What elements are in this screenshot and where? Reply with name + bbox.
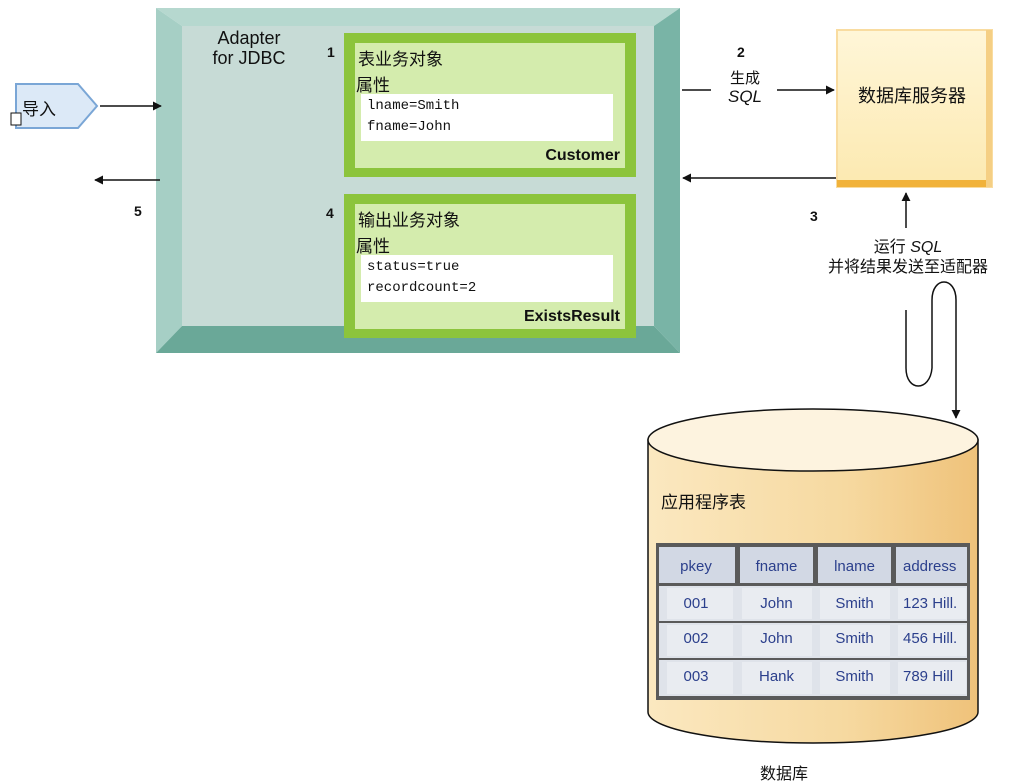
table-cell: Smith xyxy=(835,630,874,647)
table-cell: 003 xyxy=(683,668,709,685)
header-cell-lname xyxy=(818,547,891,583)
cell-3-2 xyxy=(742,662,812,694)
step-1-label: 1 xyxy=(327,44,335,60)
input-bo-attr-label: 属性 xyxy=(356,76,390,95)
cell-1-2 xyxy=(742,588,812,619)
cell-2-1 xyxy=(667,625,733,656)
adapter-title-line1: Adapter xyxy=(217,28,281,48)
output-bo-attr-label: 属性 xyxy=(356,237,390,256)
output-bo-name: ExistsResult xyxy=(523,308,620,325)
cell-2-2 xyxy=(742,625,812,656)
input-bo-properties: lname=Smith fname=John xyxy=(361,94,613,141)
cell-3-3 xyxy=(820,662,890,694)
run-sql-prefix: 运行 xyxy=(873,239,906,256)
input-bo-title: 表业务对象 xyxy=(358,50,443,69)
cell-2-4 xyxy=(898,625,966,656)
table-cell: 789 Hill xyxy=(903,668,954,685)
column-header-pkey: pkey xyxy=(680,558,712,575)
cell-1-1 xyxy=(667,588,733,619)
generate-sql-label: 生成 SQL xyxy=(712,70,778,106)
input-business-object[interactable]: 表业务对象 属性 lname=Smith fname=John Customer xyxy=(344,33,636,177)
header-cell-pkey xyxy=(659,547,735,583)
output-business-object[interactable]: 输出业务对象 属性 status=true recordcount=2 Exis… xyxy=(344,194,636,338)
output-bo-title: 输出业务对象 xyxy=(358,211,460,230)
adapter-title-line2: for JDBC xyxy=(212,48,286,68)
step-2-label: 2 xyxy=(737,44,745,60)
run-sql-line2: 并将结果发送至适配器 xyxy=(827,259,988,276)
run-sql-line1: 运行 SQL xyxy=(800,238,1016,258)
generate-sql-line1: 生成 xyxy=(729,70,760,87)
generate-sql-line2: SQL xyxy=(727,87,763,106)
table-cell: 123 Hill. xyxy=(903,595,958,612)
cell-2-3 xyxy=(820,625,890,656)
table-cell: Hank xyxy=(758,668,795,685)
column-header-lname: lname xyxy=(834,558,875,575)
server-label: 数据库服务器 xyxy=(858,86,966,106)
cell-3-4 xyxy=(898,662,966,694)
step-3-label: 3 xyxy=(810,208,818,224)
header-cell-fname xyxy=(740,547,813,583)
column-header-address: address xyxy=(903,558,957,575)
table-cell: 456 Hill. xyxy=(903,630,958,647)
adapter-title: Adapter for JDBC xyxy=(194,28,304,68)
column-header-fname: fname xyxy=(755,558,798,575)
input-bo-name: Customer xyxy=(545,147,620,164)
cell-1-3 xyxy=(820,588,890,619)
run-sql-sql: SQL xyxy=(910,239,943,256)
table-cell: Smith xyxy=(835,668,874,685)
output-bo-properties: status=true recordcount=2 xyxy=(361,255,613,302)
import-label: 导入 xyxy=(22,100,56,119)
run-sql-label: 运行 SQL 并将结果发送至适配器 xyxy=(800,238,1016,278)
cell-3-1 xyxy=(667,662,733,694)
table-cell: John xyxy=(760,630,793,647)
table-cell: John xyxy=(760,595,793,612)
server-box[interactable] xyxy=(836,29,993,188)
header-cell-address xyxy=(896,547,967,583)
database-caption: 数据库 xyxy=(760,766,809,783)
loop-connector xyxy=(905,281,961,419)
cell-1-4 xyxy=(898,588,966,619)
import-shape[interactable] xyxy=(10,83,99,129)
output-bo-prop-status: status=true xyxy=(367,259,460,275)
table-cell: 001 xyxy=(683,595,709,612)
step-4-label: 4 xyxy=(326,205,334,221)
input-bo-prop-lname: lname=Smith xyxy=(367,98,460,114)
table-cell: 002 xyxy=(683,630,709,647)
table-label: 应用程序表 xyxy=(661,493,746,512)
table-cell: Smith xyxy=(835,595,874,612)
step-5-label: 5 xyxy=(134,203,142,219)
adapter-frame xyxy=(156,8,680,353)
output-bo-prop-recordcount: recordcount=2 xyxy=(367,280,477,296)
input-bo-prop-fname: fname=John xyxy=(367,119,452,135)
